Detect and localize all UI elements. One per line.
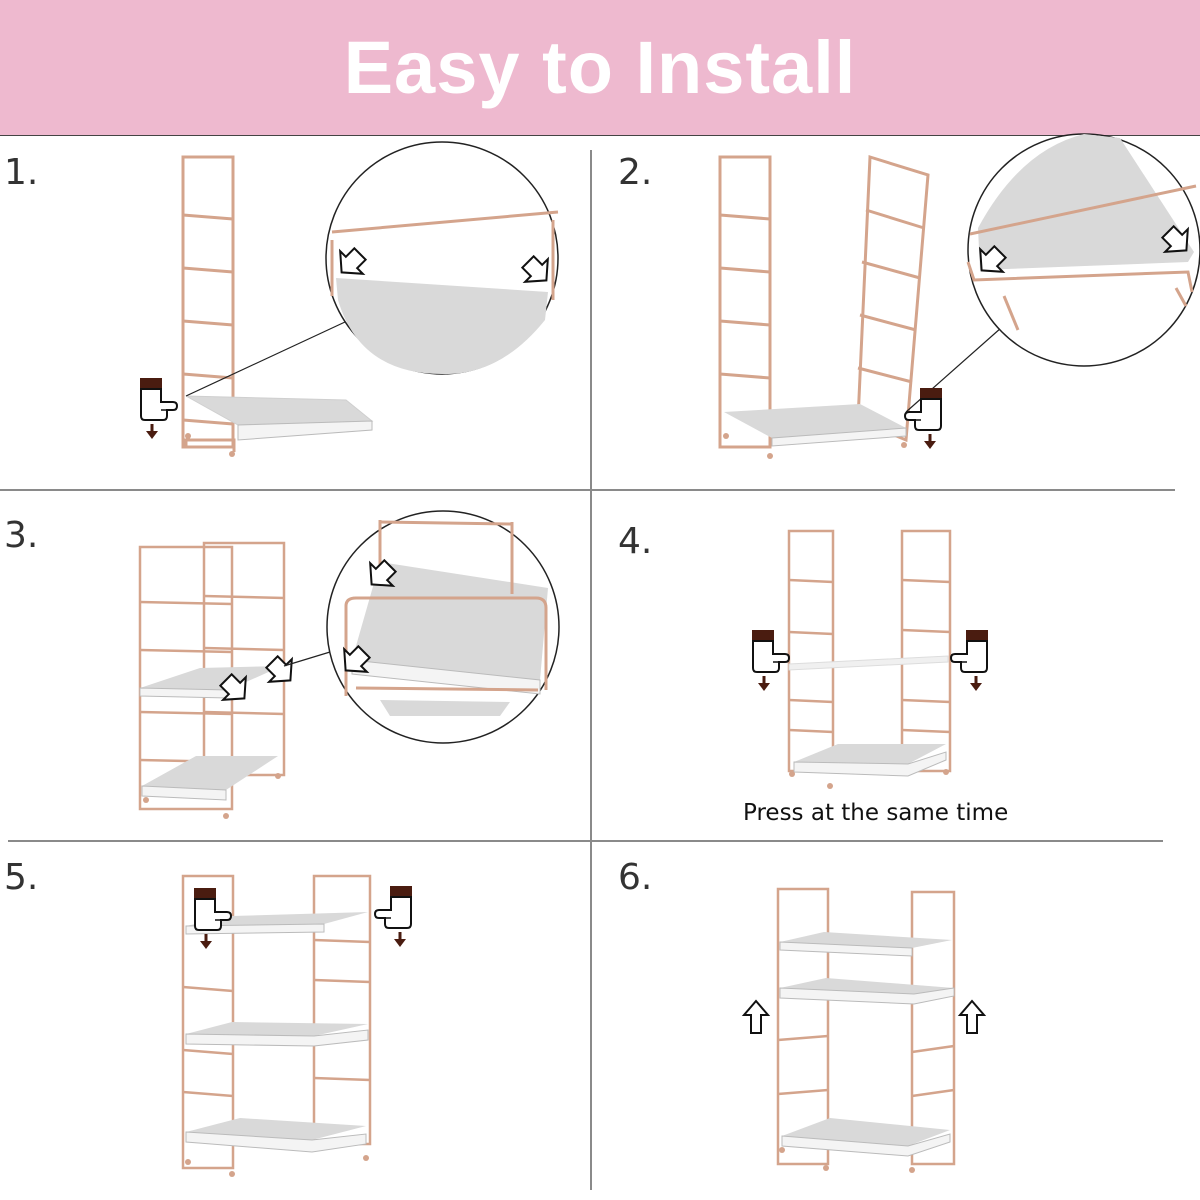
step-6-number: 6.: [618, 857, 653, 898]
step-4-caption: Press at the same time: [743, 800, 1009, 826]
step-6-illustration: [743, 887, 985, 1173]
step-5-number: 5.: [4, 857, 39, 898]
vertical-divider: [590, 150, 592, 1190]
horizontal-divider-2: [8, 840, 1163, 842]
step-2-number: 2.: [618, 152, 653, 193]
step-1-number: 1.: [4, 152, 39, 193]
step-3-number: 3.: [4, 515, 39, 556]
step-2-illustration: [718, 133, 1200, 459]
step-3-illustration: [138, 510, 560, 819]
title-banner: Easy to Install: [0, 0, 1200, 136]
step-4-illustration: [750, 529, 990, 789]
horizontal-divider-1: [0, 489, 1175, 491]
step-4-number: 4.: [618, 521, 653, 562]
step-5-illustration: [181, 874, 414, 1177]
step-1-illustration: [138, 141, 559, 457]
page-title: Easy to Install: [343, 26, 857, 109]
